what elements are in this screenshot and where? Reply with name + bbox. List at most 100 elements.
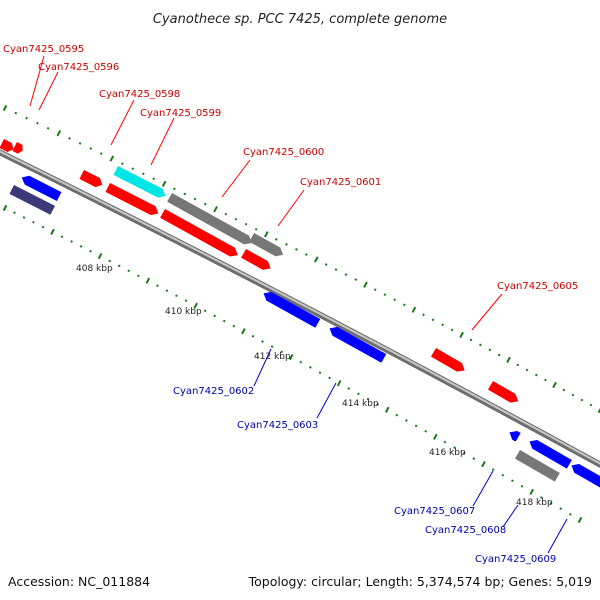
tick-mark <box>422 313 425 317</box>
tick-mark <box>193 302 198 309</box>
tick-mark <box>304 253 308 256</box>
tick-mark <box>357 392 360 396</box>
tick-mark <box>289 353 294 361</box>
tick-mark <box>354 278 358 281</box>
leader-line-0599 <box>150 117 175 166</box>
tick-mark <box>580 398 584 402</box>
outer-tick-ring <box>2 104 600 414</box>
gene-label[interactable]: Cyan7425_0603 <box>237 420 318 431</box>
tick-mark <box>244 222 248 226</box>
gene-0603[interactable] <box>327 324 387 363</box>
gene-0606[interactable] <box>488 381 521 406</box>
gene-0600b[interactable] <box>160 209 240 259</box>
tick-mark <box>395 413 399 417</box>
tick-mark <box>459 331 464 339</box>
gene-0600[interactable] <box>167 193 254 247</box>
gene-0609[interactable] <box>569 461 600 490</box>
leader-line-0600 <box>221 159 251 198</box>
tick-mark <box>41 225 45 229</box>
tick-mark <box>175 294 178 298</box>
gene-0594b[interactable] <box>9 185 55 215</box>
tick-mark <box>318 371 322 375</box>
gene-0596[interactable] <box>12 142 25 155</box>
gene-0605[interactable] <box>431 348 467 375</box>
map-title: Cyanothece sp. PCC 7425, complete genome <box>153 12 447 27</box>
tick-mark <box>424 429 428 433</box>
tick-mark <box>472 457 476 460</box>
tick-mark <box>50 228 55 236</box>
tick-mark <box>481 460 486 468</box>
leader-line-0595 <box>29 55 45 107</box>
gene-0601b[interactable] <box>241 249 273 273</box>
gene-0607[interactable] <box>507 428 521 442</box>
tick-mark <box>295 248 298 251</box>
tick-mark <box>161 180 167 188</box>
tick-mark <box>559 507 563 511</box>
tick-mark <box>2 104 8 112</box>
gene-label[interactable]: Cyan7425_0595 <box>3 44 84 55</box>
tick-mark <box>299 360 303 364</box>
gene-0597[interactable] <box>79 170 104 189</box>
tick-mark <box>479 343 482 347</box>
genome-backbone-highlight <box>0 150 600 465</box>
tick-mark <box>213 205 218 213</box>
leader-line-0605 <box>471 293 503 331</box>
tick-mark <box>14 111 18 115</box>
tick-mark <box>46 126 50 130</box>
gene-0598[interactable] <box>113 166 167 200</box>
tick-mark <box>222 319 226 323</box>
leader-line-0601 <box>277 189 305 227</box>
gene-label[interactable]: Cyan7425_0596 <box>38 62 119 73</box>
gene-0608b[interactable] <box>515 450 560 482</box>
tick-mark <box>56 130 62 137</box>
tick-mark <box>285 243 288 246</box>
tick-mark <box>414 424 418 428</box>
tick-mark <box>544 378 547 382</box>
tick-mark <box>529 488 534 496</box>
tick-mark <box>152 177 156 181</box>
tick-mark <box>99 152 103 155</box>
gene-0602[interactable] <box>261 289 321 328</box>
gene-label[interactable]: Cyan7425_0599 <box>140 108 221 119</box>
gene-features <box>0 139 600 490</box>
tick-mark <box>68 137 71 140</box>
gene-label[interactable]: Cyan7425_0601 <box>300 177 381 188</box>
tick-mark <box>520 484 524 488</box>
gene-0601[interactable] <box>249 233 285 259</box>
leader-line-0596 <box>38 71 59 111</box>
tick-mark <box>184 299 188 303</box>
tick-mark <box>511 479 514 483</box>
tick-mark <box>131 167 135 171</box>
tick-mark <box>393 298 396 302</box>
tick-mark <box>2 204 8 212</box>
tick-mark <box>450 328 454 332</box>
tick-mark <box>453 446 456 449</box>
gene-label[interactable]: Cyan7425_0598 <box>99 89 180 100</box>
gene-label[interactable]: Cyan7425_0607 <box>394 506 475 517</box>
tick-mark <box>501 473 505 477</box>
tick-mark <box>347 387 351 390</box>
tick-mark <box>433 433 438 440</box>
tick-mark <box>373 288 377 292</box>
tick-mark <box>411 306 417 313</box>
tick-mark <box>274 238 278 241</box>
tick-mark <box>120 162 124 166</box>
tick-mark <box>36 121 39 125</box>
tick-mark <box>516 363 520 367</box>
gene-label[interactable]: Cyan7425_0605 <box>497 281 578 292</box>
scale-label: 416 kbp <box>429 448 466 458</box>
tick-mark <box>109 155 115 162</box>
gene-labels: Cyan7425_0595 Cyan7425_0596 Cyan7425_059… <box>3 44 578 565</box>
gene-0594[interactable] <box>19 173 62 201</box>
gene-0595[interactable] <box>0 139 16 154</box>
gene-label[interactable]: Cyan7425_0608 <box>425 525 506 536</box>
gene-label[interactable]: Cyan7425_0600 <box>243 147 324 158</box>
gene-0599[interactable] <box>105 183 160 218</box>
gene-0608[interactable] <box>527 437 572 469</box>
tick-mark <box>270 345 274 348</box>
gene-label[interactable]: Cyan7425_0602 <box>173 386 254 397</box>
leader-line-0603 <box>316 382 337 419</box>
gene-label[interactable]: Cyan7425_0609 <box>475 554 556 565</box>
scale-label: 414 kbp <box>342 399 379 409</box>
tick-mark <box>117 264 121 268</box>
